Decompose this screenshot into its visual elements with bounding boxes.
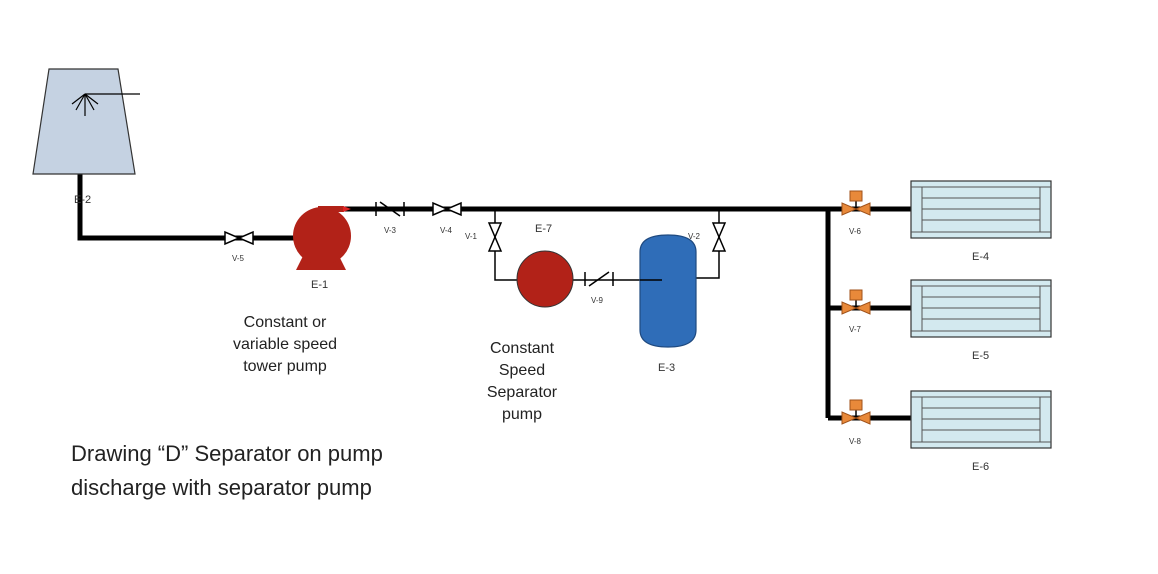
separator-vessel <box>639 234 697 348</box>
heat-exchanger-e5: E-5 <box>910 279 1052 362</box>
equipment-tag-e5: E-5 <box>972 350 989 362</box>
valve-icon <box>841 301 858 315</box>
drawing-title-line: Drawing “D” Separator on pump <box>71 441 383 466</box>
separator-pump-caption: Constant Speed Separator pump <box>487 340 558 423</box>
separator-loop-pipe-left <box>494 209 522 281</box>
check-valve-v3: V-3 <box>375 201 405 235</box>
equipment-tag-e2: E-2 <box>74 194 91 206</box>
valve-icon <box>854 301 871 315</box>
valve-tag-v1: V-1 <box>465 232 478 241</box>
valve-icon <box>841 411 858 425</box>
caption-line: tower pump <box>243 358 327 375</box>
valve-icon <box>711 235 727 252</box>
gate-valve-v1: V-1 <box>465 222 503 252</box>
heat-exchanger-e4: E-4 <box>910 180 1052 263</box>
gate-valve-v2: V-2 <box>688 222 727 252</box>
spray-nozzle-icon <box>71 93 140 116</box>
check-valve-v9: V-9 <box>584 271 614 305</box>
valve-icon <box>487 222 503 239</box>
caption-line: Separator <box>487 384 558 401</box>
cooling-tower-e2: E-2 <box>32 68 140 206</box>
valve-icon <box>432 201 449 217</box>
valve-tag-v2: V-2 <box>688 232 701 241</box>
control-valve-v6: V-6 <box>841 190 871 236</box>
caption-line: Constant <box>490 340 555 357</box>
control-valve-v7: V-7 <box>841 289 871 334</box>
equipment-tag-e3: E-3 <box>658 362 675 374</box>
gate-valve-v5: V-5 <box>224 230 254 263</box>
valve-tag-v7: V-7 <box>849 325 862 334</box>
valve-icon <box>841 202 858 216</box>
pump-e1: E-1 <box>293 206 351 291</box>
drawing-title: Drawing “D” Separator on pump discharge … <box>71 437 491 505</box>
drawing-title-line: discharge with separator pump <box>71 475 372 500</box>
tower-pump-caption: Constant or variable speed tower pump <box>233 314 337 375</box>
pipe-network <box>77 174 918 421</box>
valve-tag-v9: V-9 <box>591 296 604 305</box>
valve-icon <box>711 222 727 239</box>
valve-icon <box>237 230 254 246</box>
separator-e3: E-3 <box>639 234 697 374</box>
valve-icon <box>224 230 241 246</box>
separator-pump-e7 <box>516 250 574 308</box>
heat-exchanger-e6: E-6 <box>910 390 1052 473</box>
valve-tag-v8: V-8 <box>849 437 862 446</box>
flow-arrow-icon <box>343 206 351 212</box>
caption-line: Speed <box>499 362 545 379</box>
actuator-icon <box>849 399 863 411</box>
valve-tag-v3: V-3 <box>384 226 397 235</box>
caption-line: pump <box>502 406 542 423</box>
valve-icon <box>445 201 462 217</box>
control-valve-v8: V-8 <box>841 399 871 446</box>
caption-line: variable speed <box>233 336 337 353</box>
caption-line: Constant or <box>244 314 327 331</box>
cooling-tower-body <box>32 68 136 175</box>
gate-valve-v4: V-4 <box>432 201 462 235</box>
valve-tag-v5: V-5 <box>232 254 245 263</box>
valve-tag-v4: V-4 <box>440 226 453 235</box>
equipment-tag-e7: E-7 <box>535 223 552 235</box>
actuator-icon <box>849 190 863 202</box>
valve-icon <box>487 235 503 252</box>
equipment-tag-e4: E-4 <box>972 251 989 263</box>
valve-icon <box>854 411 871 425</box>
valve-icon <box>854 202 871 216</box>
tower-suction-pipe <box>77 174 296 241</box>
equipment-tag-e1: E-1 <box>311 279 328 291</box>
equipment-tag-e6: E-6 <box>972 461 989 473</box>
valve-tag-v6: V-6 <box>849 227 862 236</box>
pump-casing <box>293 207 351 265</box>
actuator-icon <box>849 289 863 301</box>
separator-pump-casing <box>516 250 574 308</box>
